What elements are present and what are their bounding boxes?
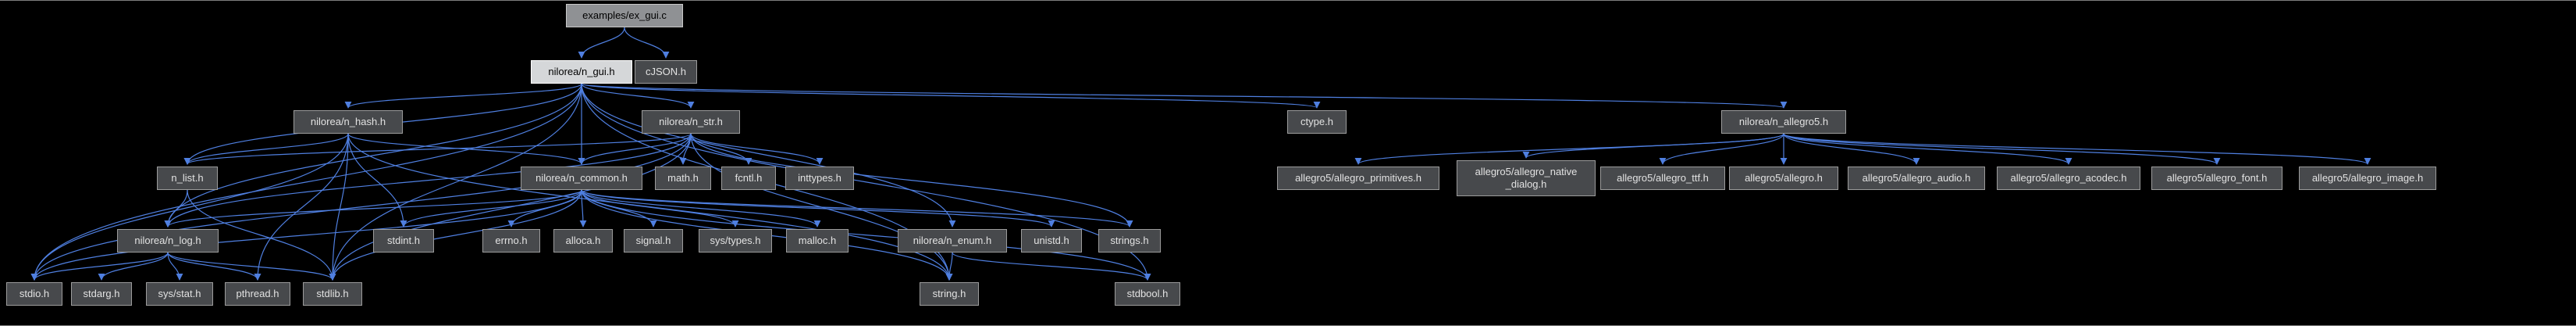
edge-ex_gui_c-to-n_gui_h xyxy=(578,27,625,59)
graph-node-al_ttf[interactable]: allegro5/allegro_ttf.h xyxy=(1600,167,1725,190)
graph-node-fcntl_h[interactable]: fcntl.h xyxy=(721,167,776,190)
edge-n_str_h-to-stdlib_h xyxy=(329,133,692,281)
graph-node-inttypes_h[interactable]: inttypes.h xyxy=(785,167,854,190)
edge-n_str_h-to-stdio_h xyxy=(30,133,692,281)
graph-node-n_hash_h[interactable]: nilorea/n_hash.h xyxy=(294,110,403,134)
edge-n_hash_h-to-n_list_h xyxy=(183,133,349,165)
edge-n_str_h-to-n_log_h xyxy=(164,133,692,227)
edge-n_str_h-to-n_common_h xyxy=(578,133,692,165)
edge-n_gui_h-to-n_hash_h xyxy=(344,83,582,109)
edge-n_log_h-to-stdlib_h xyxy=(167,252,336,281)
edge-n_gui_h-to-stdlib_h xyxy=(329,83,582,281)
graph-node-stdio_h[interactable]: stdio.h xyxy=(6,282,62,306)
edge-n_log_h-to-stdarg_h xyxy=(98,252,169,281)
edge-n_gui_h-to-n_str_h xyxy=(581,83,695,109)
edge-n_common_h-to-stdbool_h xyxy=(581,189,1151,281)
edge-n_common_h-to-stdint_h xyxy=(400,189,582,227)
edge-n_enum_h-to-string_h xyxy=(945,252,953,281)
graph-node-al_acodec[interactable]: allegro5/allegro_acodec.h xyxy=(1997,167,2140,190)
graph-node-al_primitives[interactable]: allegro5/allegro_primitives.h xyxy=(1277,167,1439,190)
edge-n_enum_h-to-stdbool_h xyxy=(952,252,1151,281)
graph-node-n_str_h[interactable]: nilorea/n_str.h xyxy=(642,110,740,134)
edge-n_str_h-to-strings_h xyxy=(690,133,1133,227)
graph-node-al_image[interactable]: allegro5/allegro_image.h xyxy=(2299,167,2436,190)
edge-n_common_h-to-strings_h xyxy=(581,189,1133,227)
graph-node-n_log_h[interactable]: nilorea/n_log.h xyxy=(117,229,219,253)
edge-n_hash_h-to-stdint_h xyxy=(347,133,407,227)
edge-n_log_h-to-stdio_h xyxy=(30,252,169,281)
edge-n_str_h-to-n_list_h xyxy=(183,133,692,165)
edge-n_gui_h-to-stdio_h xyxy=(30,83,582,281)
graph-node-alloca_h[interactable]: alloca.h xyxy=(553,229,613,253)
edge-n_allegro5_h-to-al_font xyxy=(1783,133,2221,165)
graph-node-n_enum_h[interactable]: nilorea/n_enum.h xyxy=(898,229,1007,253)
edge-n_gui_h-to-ctype_h xyxy=(581,83,1321,109)
graph-node-signal_h[interactable]: signal.h xyxy=(624,229,683,253)
edge-n_common_h-to-unistd_h xyxy=(581,189,1055,227)
graph-node-stdarg_h[interactable]: stdarg.h xyxy=(71,282,132,306)
edge-n_hash_h-to-stdio_h xyxy=(30,133,349,281)
edge-n_list_h-to-stdlib_h xyxy=(187,189,336,281)
edge-n_str_h-to-inttypes_h xyxy=(690,133,824,165)
graph-node-al_allegro[interactable]: allegro5/allegro.h xyxy=(1729,167,1838,190)
graph-node-n_common_h[interactable]: nilorea/n_common.h xyxy=(521,167,642,190)
graph-node-stdlib_h[interactable]: stdlib.h xyxy=(303,282,362,306)
edge-n_allegro5_h-to-al_native_dialog xyxy=(1522,133,1784,159)
graph-node-sys_types_h[interactable]: sys/types.h xyxy=(699,229,772,253)
graph-node-stdint_h[interactable]: stdint.h xyxy=(373,229,434,253)
edge-n_common_h-to-stdlib_h xyxy=(329,189,582,281)
edge-n_allegro5_h-to-al_image xyxy=(1783,133,2371,165)
edge-n_common_h-to-errno_h xyxy=(507,189,582,227)
graph-node-unistd_h[interactable]: unistd.h xyxy=(1021,229,1082,253)
edge-n_allegro5_h-to-al_acodec xyxy=(1783,133,2073,165)
graph-node-ctype_h[interactable]: ctype.h xyxy=(1287,110,1347,134)
edge-n_common_h-to-n_log_h xyxy=(164,189,582,227)
edge-n_common_h-to-signal_h xyxy=(581,189,657,227)
edge-n_common_h-to-sys_types_h xyxy=(581,189,739,227)
graph-node-cjson_h[interactable]: cJSON.h xyxy=(635,60,697,84)
graph-node-sys_stat_h[interactable]: sys/stat.h xyxy=(146,282,213,306)
edge-n_hash_h-to-n_common_h xyxy=(347,133,585,165)
graph-node-errno_h[interactable]: errno.h xyxy=(482,229,540,253)
graph-node-al_font[interactable]: allegro5/allegro_font.h xyxy=(2151,167,2282,190)
edge-n_str_h-to-fcntl_h xyxy=(690,133,753,165)
edge-n_common_h-to-alloca_h xyxy=(579,189,587,227)
edge-n_hash_h-to-stdlib_h xyxy=(329,133,349,281)
graph-node-n_gui_h[interactable]: nilorea/n_gui.h xyxy=(531,60,632,84)
edge-n_allegro5_h-to-al_audio xyxy=(1783,133,1920,165)
edge-n_gui_h-to-n_allegro5_h xyxy=(581,83,1787,109)
graph-node-malloc_h[interactable]: malloc.h xyxy=(786,229,849,253)
graph-node-ex_gui_c[interactable]: examples/ex_gui.c xyxy=(566,4,683,27)
edge-n_allegro5_h-to-al_ttf xyxy=(1659,133,1784,165)
graph-node-pthread_h[interactable]: pthread.h xyxy=(225,282,290,306)
edge-n_common_h-to-stdio_h xyxy=(30,189,582,281)
graph-node-stdbool_h[interactable]: stdbool.h xyxy=(1115,282,1180,306)
graph-node-al_audio[interactable]: allegro5/allegro_audio.h xyxy=(1848,167,1985,190)
edge-n_gui_h-to-n_enum_h xyxy=(581,83,956,227)
graph-node-n_list_h[interactable]: n_list.h xyxy=(157,167,218,190)
graph-node-al_native_dialog[interactable]: allegro5/allegro_native _dialog.h xyxy=(1457,160,1596,196)
graph-node-math_h[interactable]: math.h xyxy=(655,167,711,190)
graph-node-strings_h[interactable]: strings.h xyxy=(1098,229,1161,253)
edge-n_log_h-to-pthread_h xyxy=(167,252,262,281)
edge-n_hash_h-to-pthread_h xyxy=(254,133,349,281)
graph-node-n_allegro5_h[interactable]: nilorea/n_allegro5.h xyxy=(1721,110,1846,134)
edge-ex_gui_c-to-cjson_h xyxy=(624,27,670,59)
graph-node-string_h[interactable]: string.h xyxy=(920,282,979,306)
edge-n_common_h-to-malloc_h xyxy=(581,189,821,227)
edge-n_log_h-to-sys_stat_h xyxy=(167,252,183,281)
